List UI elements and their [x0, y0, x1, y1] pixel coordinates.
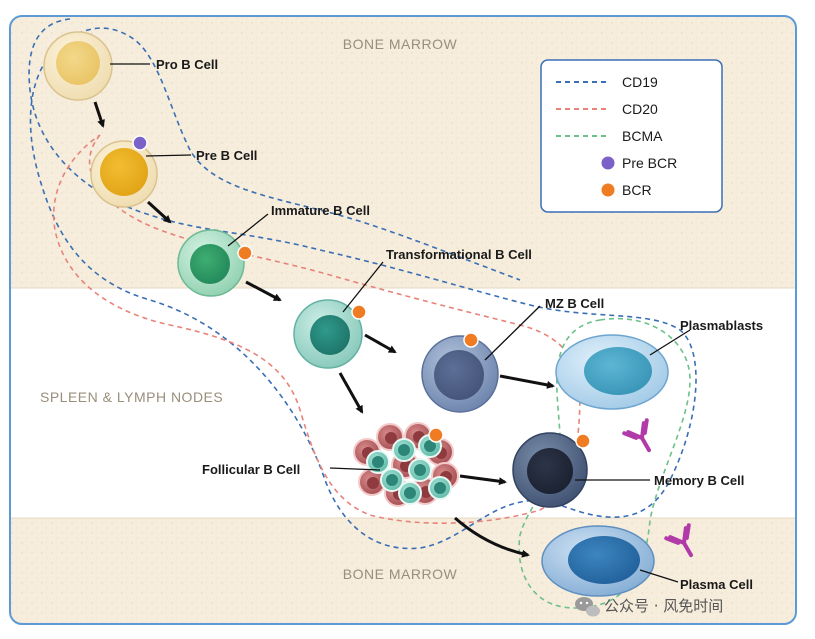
legend-label: BCMA	[622, 128, 663, 144]
follicular-cell-nucleus	[414, 464, 426, 476]
label-follicular-b-cell: Follicular B Cell	[202, 462, 300, 477]
bcr-dot	[237, 245, 253, 261]
pro-b-cell	[43, 31, 113, 101]
cd20-boundary	[52, 134, 581, 525]
region-label-spleen: SPLEEN & LYMPH NODES	[40, 389, 223, 405]
label-pro-b-cell: Pro B Cell	[156, 57, 218, 72]
plasmablast-cell	[555, 334, 669, 410]
leader-lines	[110, 63, 691, 583]
arrow-mz-to-plasmablasts	[499, 374, 555, 389]
bcr-dot	[428, 427, 444, 443]
follicular-cell-nucleus	[386, 474, 398, 486]
legend-label: Pre BCR	[622, 155, 677, 171]
legend-item-bcr: BCR	[601, 182, 652, 198]
plasma-cell	[541, 525, 655, 597]
legend-swatch-dot	[601, 183, 615, 197]
transition-arrows	[93, 101, 555, 558]
label-plasma-cell: Plasma Cell	[680, 577, 753, 592]
legend-label: CD20	[622, 101, 658, 117]
pre-bcr-dot	[132, 135, 148, 151]
follicular-cell-nucleus	[424, 440, 436, 452]
arrow-immature-to-transformational	[245, 280, 282, 302]
bcr-dot	[351, 304, 367, 320]
cd19-boundary	[28, 18, 697, 550]
follicular-cell-nucleus	[404, 487, 416, 499]
bcr-dot	[463, 332, 479, 348]
label-immature-b-cell: Immature B Cell	[271, 203, 370, 218]
region-label-bone-marrow-bottom: BONE MARROW	[343, 566, 458, 582]
region-label-bone-marrow-top: BONE MARROW	[343, 36, 458, 52]
antibody-icon	[664, 523, 693, 558]
legend-item-pre-bcr: Pre BCR	[601, 155, 677, 171]
follicular-cell-nucleus	[398, 444, 410, 456]
follicular-cell-nucleus	[434, 482, 446, 494]
arrow-pre-to-immature	[146, 200, 172, 224]
immature-b-cell	[177, 229, 253, 297]
arrow-follicular-to-plasma	[454, 516, 530, 558]
legend-item-bcma: BCMA	[556, 128, 663, 144]
antibody-icon	[622, 418, 651, 453]
transformational-b-cell	[293, 299, 367, 369]
arrow-follicular-to-memory	[459, 474, 507, 486]
label-pre-b-cell: Pre B Cell	[196, 148, 257, 163]
pre-b-cell	[90, 135, 158, 208]
watermark-text: 公众号 · 风免时间	[604, 597, 723, 615]
label-memory-b-cell: Memory B Cell	[654, 473, 744, 488]
mz-b-cell	[421, 332, 499, 413]
diagram-frame	[9, 15, 797, 625]
label-mz-b-cell: MZ B Cell	[545, 296, 604, 311]
follicular-cell-nucleus	[372, 456, 384, 468]
legend-item-cd20: CD20	[556, 101, 658, 117]
follicular-cell-nucleus	[367, 477, 379, 489]
arrow-pro-to-pre	[93, 101, 105, 128]
wechat-icon	[575, 597, 600, 617]
arrow-transformational-to-follicular	[338, 372, 364, 414]
bcr-dot	[575, 433, 591, 449]
label-transformational-b-cell: Transformational B Cell	[386, 247, 532, 262]
legend-swatch-dot	[601, 156, 615, 170]
bone-marrow-bottom-region	[10, 518, 796, 624]
watermark: 公众号 · 风免时间	[575, 597, 723, 617]
follicular-cell-nucleus	[385, 432, 397, 444]
label-plasmablasts: Plasmablasts	[680, 318, 763, 333]
arrow-transformational-to-mz	[364, 333, 397, 354]
legend-label: BCR	[622, 182, 652, 198]
follicular-b-cell-cluster	[353, 422, 459, 507]
legend-box	[540, 59, 723, 213]
memory-b-cell	[512, 432, 591, 508]
legend-item-cd19: CD19	[556, 74, 658, 90]
legend-label: CD19	[622, 74, 658, 90]
